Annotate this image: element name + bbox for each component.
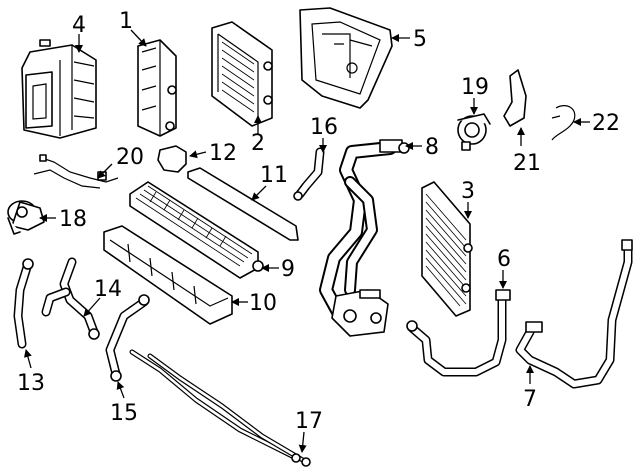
part-6-hose bbox=[406, 289, 511, 377]
callout-18: 18 bbox=[59, 207, 87, 232]
part-2-heat-exchanger bbox=[211, 21, 273, 127]
part-5-shroud bbox=[299, 7, 393, 109]
part-14-hose bbox=[41, 257, 100, 340]
callout-2: 2 bbox=[251, 131, 265, 156]
part-3-radiator bbox=[421, 181, 473, 317]
part-10-tray bbox=[103, 225, 233, 325]
part-13-hose bbox=[13, 258, 34, 349]
part-18-electric-pump bbox=[7, 200, 45, 235]
callout-7: 7 bbox=[523, 387, 537, 412]
callout-8: 8 bbox=[425, 135, 439, 160]
callout-10: 10 bbox=[249, 291, 277, 316]
leader-lines bbox=[24, 29, 590, 453]
callout-1: 1 bbox=[119, 9, 133, 34]
callout-14: 14 bbox=[94, 277, 122, 302]
callout-15: 15 bbox=[110, 401, 138, 426]
part-7-hose bbox=[515, 239, 633, 389]
callout-22: 22 bbox=[592, 111, 620, 136]
callout-9: 9 bbox=[281, 257, 295, 282]
callout-3: 3 bbox=[461, 179, 475, 204]
part-9-air-cooler bbox=[129, 181, 264, 279]
callout-21: 21 bbox=[513, 151, 541, 176]
callout-19: 19 bbox=[461, 75, 489, 100]
callout-20: 20 bbox=[116, 145, 144, 170]
callout-5: 5 bbox=[413, 27, 427, 52]
part-21-bracket bbox=[503, 69, 527, 127]
part-12-bracket bbox=[157, 145, 187, 173]
part-17-pipe-assembly bbox=[129, 349, 311, 467]
part-1-module bbox=[137, 39, 177, 137]
part-16-hose bbox=[293, 147, 325, 201]
callout-12: 12 bbox=[209, 141, 237, 166]
callout-13: 13 bbox=[17, 371, 45, 396]
part-19-auxiliary-pump bbox=[457, 113, 491, 151]
part-11-deflector bbox=[187, 167, 299, 241]
callout-6: 6 bbox=[497, 247, 511, 272]
callout-17: 17 bbox=[295, 409, 323, 434]
callout-11: 11 bbox=[260, 163, 288, 188]
callout-16: 16 bbox=[310, 115, 338, 140]
part-22-clip bbox=[551, 105, 576, 141]
callout-4: 4 bbox=[72, 13, 86, 38]
part-8-coolant-hose-assembly bbox=[319, 139, 410, 337]
part-15-hose bbox=[105, 294, 150, 382]
part-4-control-module bbox=[21, 39, 97, 139]
